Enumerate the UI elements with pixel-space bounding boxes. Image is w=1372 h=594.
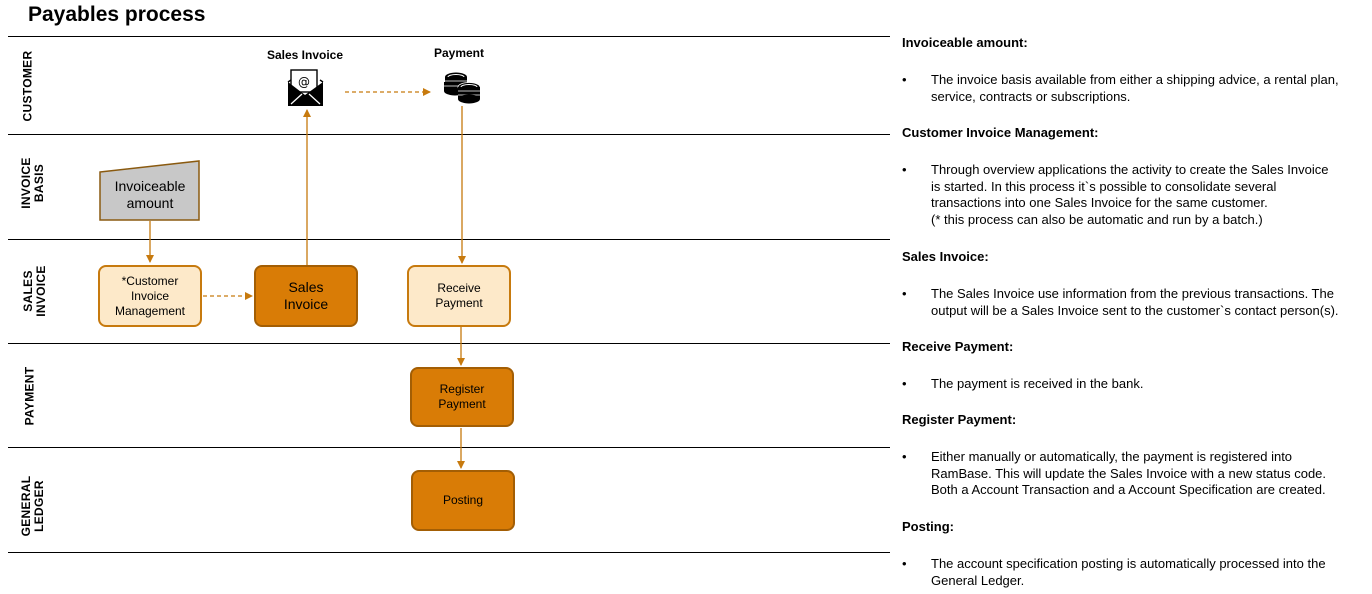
lane-divider — [8, 239, 890, 240]
customer-invoice-management-node: *Customer Invoice Management — [98, 265, 202, 327]
register-payment-label: Register Payment — [438, 382, 486, 411]
bullet-dot: • — [902, 72, 907, 87]
desc-heading-invoiceable-amount: Invoiceable amount: — [902, 35, 1028, 50]
sales-invoice-icon-label: Sales Invoice — [266, 48, 344, 62]
desc-heading-receive-payment: Receive Payment: — [902, 339, 1014, 354]
lane-divider — [8, 552, 890, 553]
invoiceable-amount-node: Invoiceable amount — [100, 178, 200, 212]
bullet-dot: • — [902, 286, 907, 301]
receive-payment-label: Receive Payment — [435, 281, 483, 310]
desc-text-customer-invoice-management: Through overview applications the activi… — [931, 162, 1329, 227]
invoiceable-amount-shape — [99, 160, 200, 221]
payment-icon-label: Payment — [433, 46, 485, 60]
invoiceable-amount-label: Invoiceable amount — [114, 178, 186, 211]
bullet-dot: • — [902, 556, 907, 571]
diagram-connectors: @ — [99, 69, 481, 469]
sales-invoice-label: Sales Invoice — [283, 279, 329, 312]
lane-divider — [8, 36, 890, 37]
desc-text-invoiceable-amount: The invoice basis available from either … — [931, 72, 1339, 104]
lane-divider — [8, 447, 890, 448]
desc-heading-sales-invoice: Sales Invoice: — [902, 249, 989, 264]
posting-label: Posting — [442, 493, 484, 507]
coins-icon — [444, 72, 481, 104]
desc-text-posting: The account specification posting is aut… — [931, 556, 1326, 588]
bullet-dot: • — [902, 162, 907, 177]
envelope-icon: @ — [287, 69, 324, 106]
register-payment-node: Register Payment — [410, 367, 514, 427]
sales-invoice-node: Sales Invoice — [254, 265, 358, 327]
svg-text:@: @ — [298, 75, 310, 89]
desc-heading-register-payment: Register Payment: — [902, 412, 1017, 427]
desc-text-sales-invoice: The Sales Invoice use information from t… — [931, 286, 1339, 318]
bullet-dot: • — [902, 449, 907, 464]
lane-divider — [8, 343, 890, 344]
desc-text-register-payment: Either manually or automatically, the pa… — [931, 449, 1327, 497]
desc-heading-customer-invoice-management: Customer Invoice Management: — [902, 125, 1099, 140]
page-title: Payables process — [28, 3, 206, 26]
lane-divider — [8, 134, 890, 135]
receive-payment-node: Receive Payment — [407, 265, 511, 327]
customer-invoice-management-label: *Customer Invoice Management — [114, 273, 186, 318]
bullet-dot: • — [902, 376, 907, 391]
desc-text-receive-payment: The payment is received in the bank. — [931, 376, 1144, 391]
desc-heading-posting: Posting: — [902, 519, 954, 534]
posting-node: Posting — [411, 470, 515, 531]
